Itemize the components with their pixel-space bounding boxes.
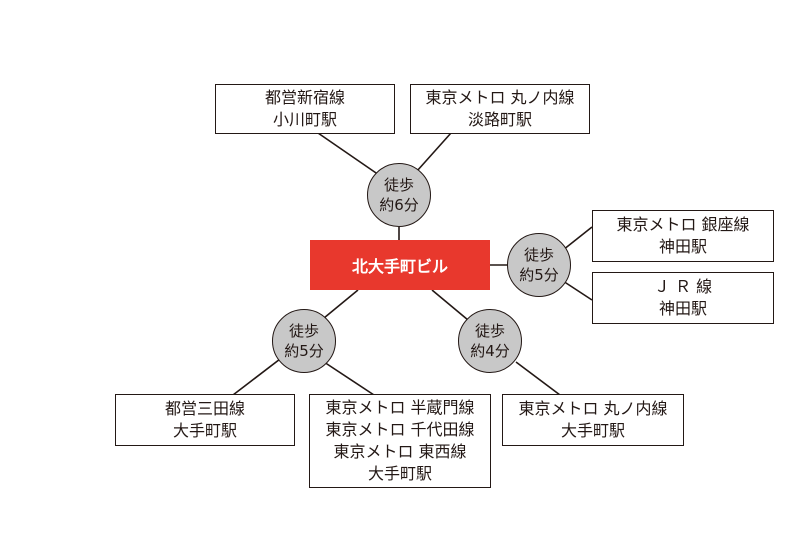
station-box-otemachi-marunouchi: 東京メトロ 丸ノ内線 大手町駅	[502, 394, 684, 446]
station-box-kanda-jr: Ｊ Ｒ 線 神田駅	[592, 272, 774, 324]
building-name: 北大手町ビル	[351, 257, 448, 276]
walk-minutes: 約5分	[284, 342, 324, 360]
station-name-label: 淡路町駅	[467, 110, 532, 129]
walk-time-circle-5min-left: 徒歩 約5分	[272, 309, 336, 373]
connector-line	[416, 132, 452, 172]
walk-minutes: 約5分	[519, 266, 559, 284]
walk-label: 徒歩	[474, 322, 505, 340]
connector-line	[323, 289, 359, 319]
station-name-label: 小川町駅	[272, 110, 337, 129]
connector-line	[317, 132, 380, 176]
station-line-label: 東京メトロ 東西線	[333, 442, 467, 461]
station-box-otemachi-metro: 東京メトロ 半蔵門線 東京メトロ 千代田線 東京メトロ 東西線 大手町駅	[309, 394, 491, 488]
station-box-awajicho: 東京メトロ 丸ノ内線 淡路町駅	[410, 84, 590, 134]
station-line-label: 都営新宿線	[264, 88, 345, 107]
walk-label: 徒歩	[523, 246, 554, 264]
walk-time-circle-6min: 徒歩 約6分	[367, 163, 431, 227]
station-line-label: Ｊ Ｒ 線	[653, 277, 713, 296]
building-box: 北大手町ビル	[310, 240, 490, 290]
walk-time-circle-4min: 徒歩 約4分	[458, 309, 522, 373]
station-line-label: 東京メトロ 丸ノ内線	[425, 88, 575, 107]
walk-time-circle-5min-right: 徒歩 約5分	[507, 233, 571, 297]
station-box-ogawamachi: 都営新宿線 小川町駅	[215, 84, 395, 134]
station-line-label: 東京メトロ 半蔵門線	[325, 398, 475, 417]
station-name-label: 大手町駅	[367, 464, 432, 483]
station-line-label: 東京メトロ 銀座線	[616, 215, 750, 234]
station-name-label: 神田駅	[658, 299, 707, 318]
station-line-label: 都営三田線	[164, 399, 245, 418]
station-name-label: 神田駅	[658, 237, 707, 256]
walk-label: 徒歩	[288, 322, 319, 340]
walk-minutes: 約4分	[470, 342, 510, 360]
walk-minutes: 約6分	[379, 196, 419, 214]
station-line-label: 東京メトロ 丸ノ内線	[518, 399, 668, 418]
station-name-label: 大手町駅	[172, 421, 237, 440]
connector-line	[562, 226, 593, 251]
connector-line	[232, 355, 285, 396]
connector-line	[562, 280, 593, 301]
connector-line	[431, 289, 469, 321]
station-box-otemachi-mita: 都営三田線 大手町駅	[115, 394, 295, 446]
connector-line	[323, 361, 375, 396]
station-name-label: 大手町駅	[560, 421, 625, 440]
connector-line	[515, 361, 561, 396]
walk-label: 徒歩	[383, 176, 414, 194]
station-line-label: 東京メトロ 千代田線	[325, 420, 475, 439]
station-box-kanda-ginza: 東京メトロ 銀座線 神田駅	[592, 210, 774, 262]
